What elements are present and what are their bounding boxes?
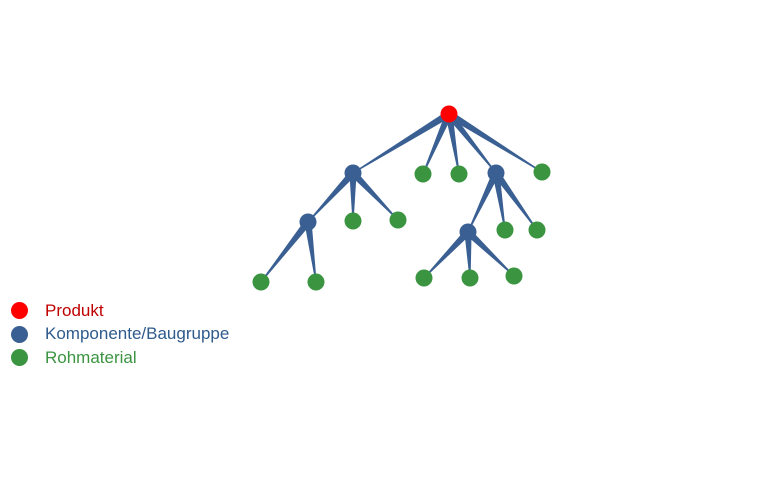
edge-k3-r6 xyxy=(260,219,311,283)
edge-k2-r8 xyxy=(492,172,506,231)
node-komponente-k3 xyxy=(299,213,317,231)
legend-label-rohmaterial: Rohmaterial xyxy=(45,347,137,367)
edge-p-r1 xyxy=(422,112,453,175)
legend-dot-komponente-icon xyxy=(11,325,28,343)
legend-item-produkt: Produkt xyxy=(11,299,229,323)
node-rohmaterial-r5 xyxy=(389,211,407,229)
edge-k4-r11 xyxy=(464,231,472,278)
edge-k2-r9 xyxy=(493,170,538,231)
legend-item-komponente: Komponente/Baugruppe xyxy=(11,323,229,347)
edge-k2-k4 xyxy=(467,171,500,233)
node-komponente-k2 xyxy=(487,164,505,182)
edge-p-r2 xyxy=(445,113,460,175)
edge-k4-r10 xyxy=(423,229,471,279)
node-rohmaterial-r9 xyxy=(528,221,546,239)
edge-k4-r12 xyxy=(465,229,515,277)
tree-edges xyxy=(260,110,543,283)
node-rohmaterial-r7 xyxy=(307,273,325,291)
node-rohmaterial-r6 xyxy=(252,273,270,291)
node-rohmaterial-r8 xyxy=(496,221,514,239)
node-komponente-k4 xyxy=(459,223,477,241)
edge-k3-r7 xyxy=(304,221,317,283)
node-rohmaterial-r2 xyxy=(450,165,468,183)
legend: Produkt Komponente/Baugruppe Rohmaterial xyxy=(11,299,229,370)
node-rohmaterial-r1 xyxy=(414,165,432,183)
legend-dot-rohmaterial-icon xyxy=(11,349,28,367)
legend-item-rohmaterial: Rohmaterial xyxy=(11,346,229,370)
edge-p-k1 xyxy=(352,110,451,174)
node-rohmaterial-r10 xyxy=(415,269,433,287)
legend-dot-produkt-icon xyxy=(11,302,28,320)
node-rohmaterial-r3 xyxy=(533,163,551,181)
legend-label-komponente: Komponente/Baugruppe xyxy=(45,324,230,344)
edge-k1-r4 xyxy=(349,173,357,221)
edge-k1-r5 xyxy=(350,170,399,221)
node-komponente-k1 xyxy=(344,164,362,182)
edge-k1-k3 xyxy=(307,170,356,223)
legend-label-produkt: Produkt xyxy=(45,300,104,320)
edge-p-r3 xyxy=(447,110,543,173)
node-produkt-p xyxy=(440,105,458,123)
tree-nodes xyxy=(252,105,551,291)
node-rohmaterial-r12 xyxy=(505,267,523,285)
edge-p-k2 xyxy=(446,111,497,174)
node-rohmaterial-r4 xyxy=(344,212,362,230)
node-rohmaterial-r11 xyxy=(461,269,479,287)
